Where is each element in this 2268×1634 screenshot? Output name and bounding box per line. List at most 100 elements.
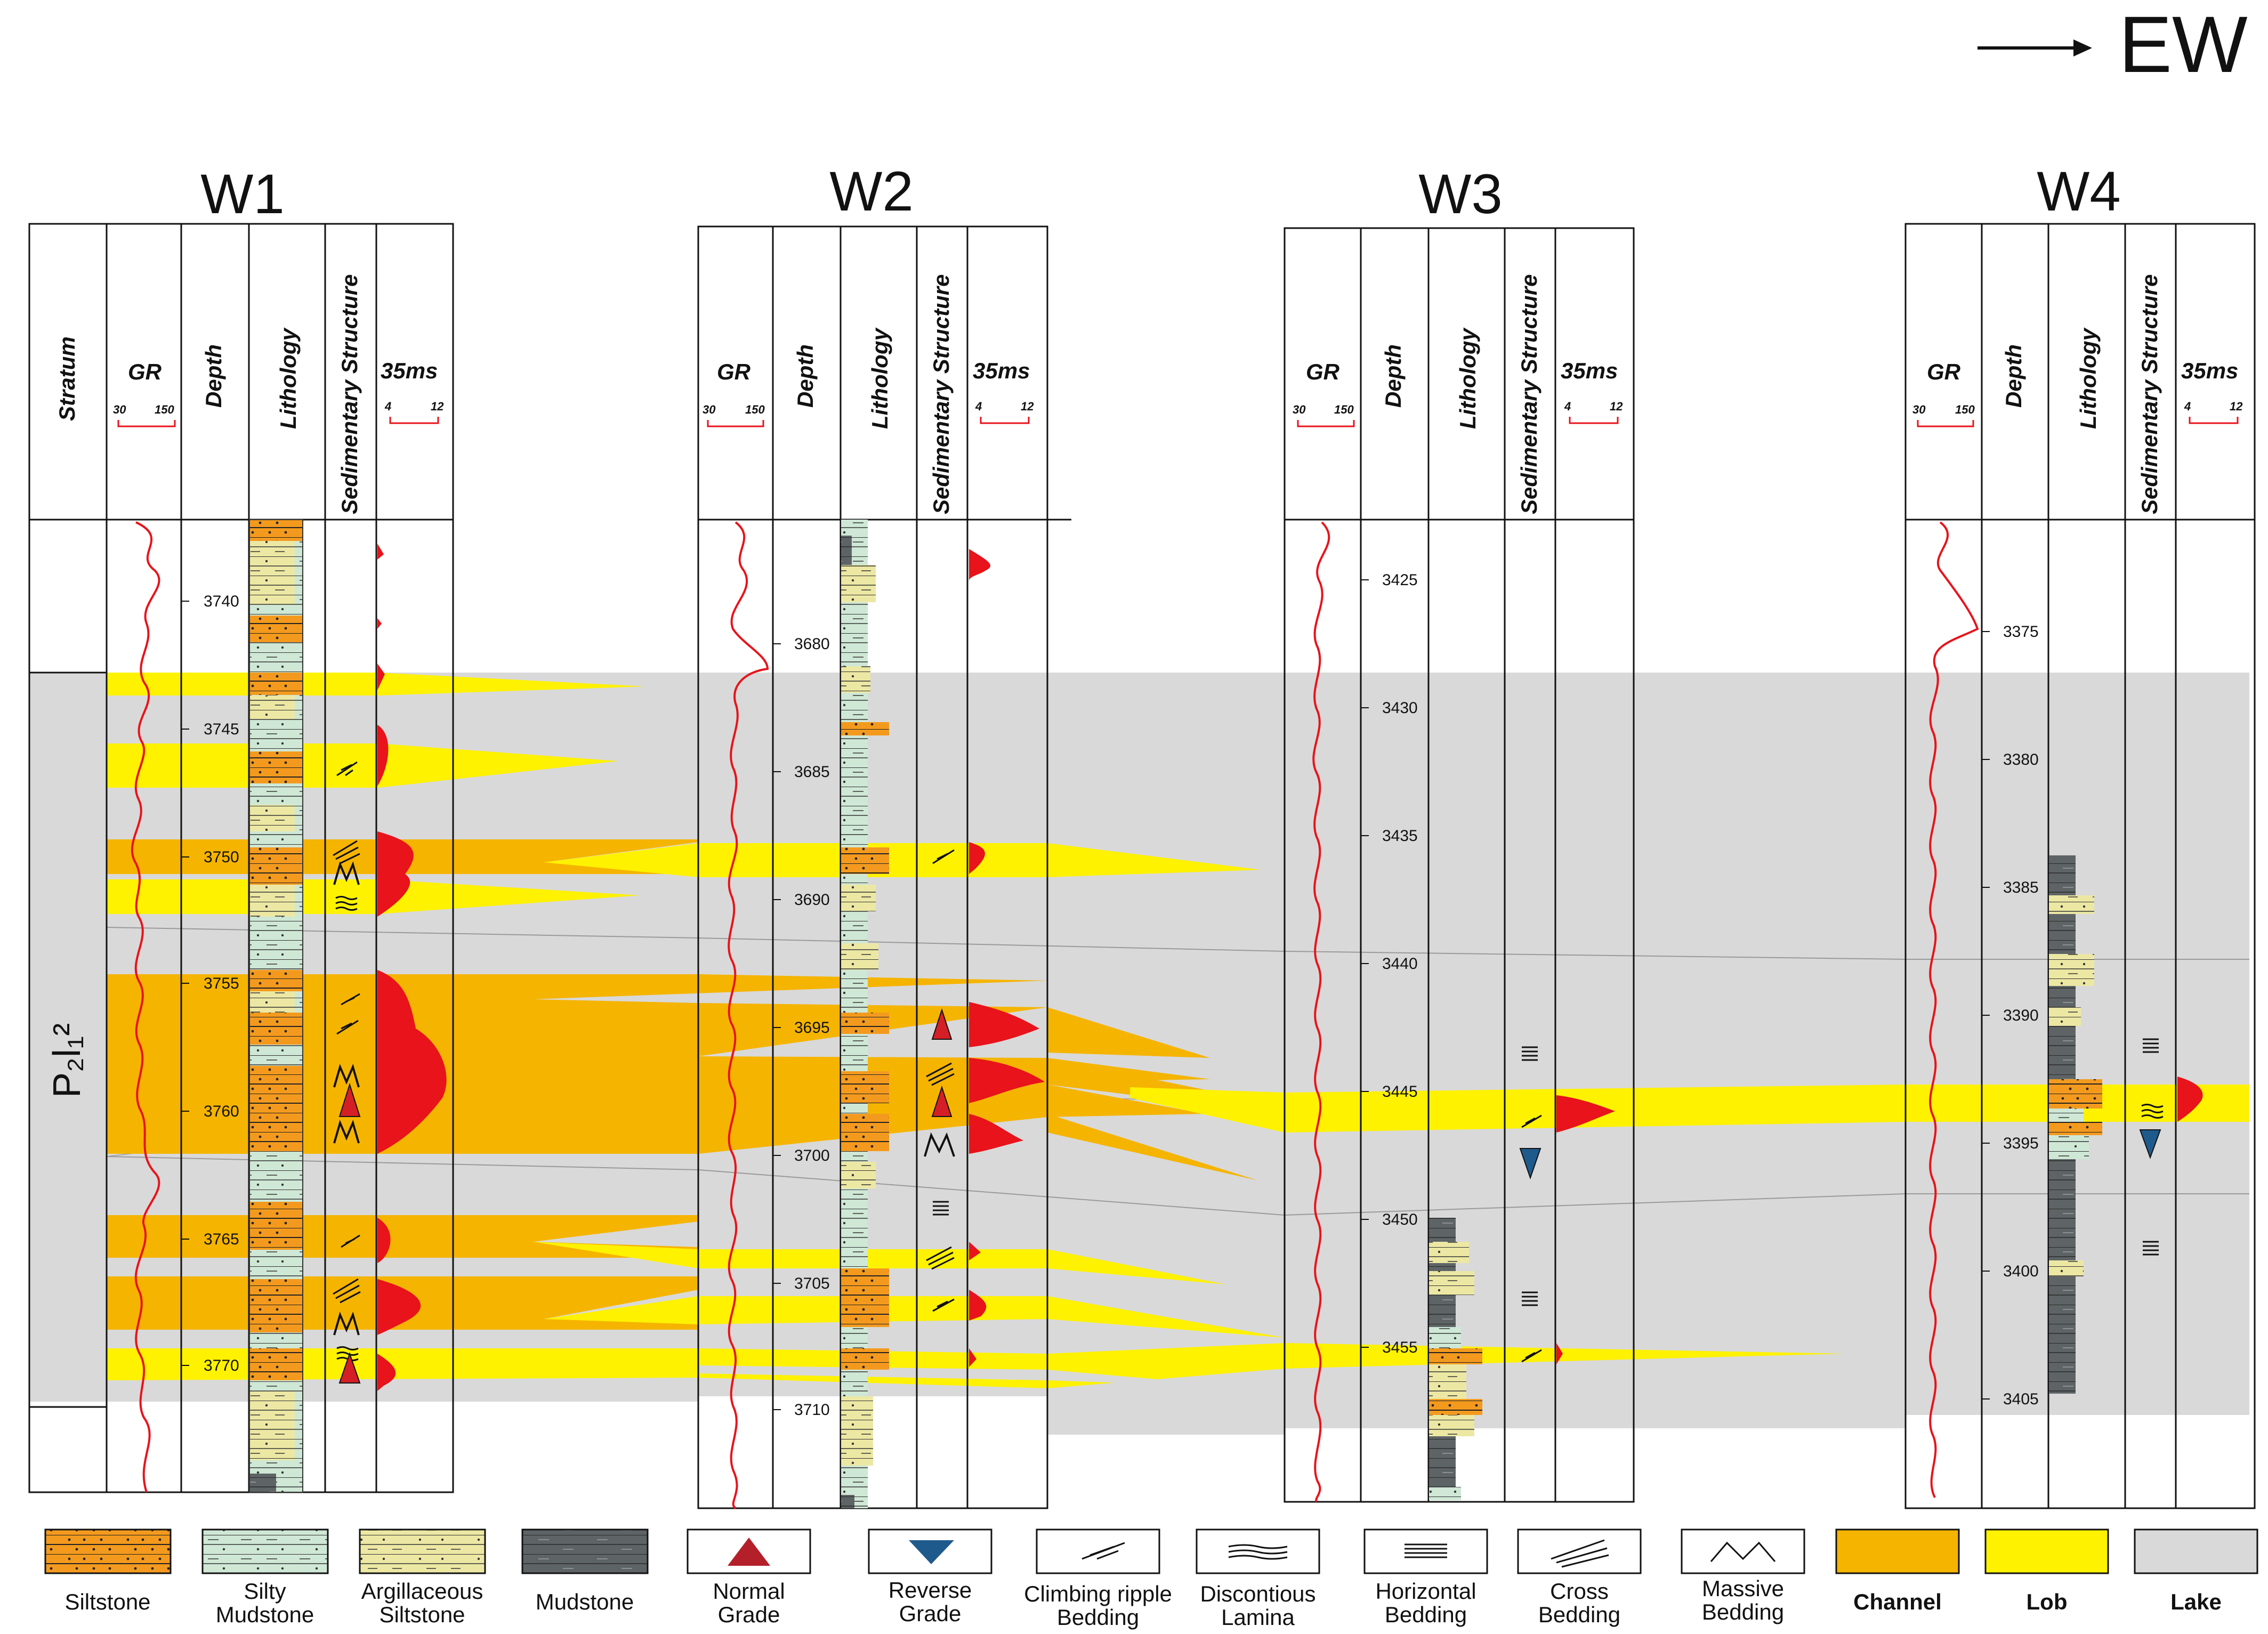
facies-correlation-bodies xyxy=(29,673,2249,1435)
depth-label: 3700 xyxy=(794,1147,830,1164)
cross-bedding-icon xyxy=(926,1246,955,1270)
horizontal-bedding-icon xyxy=(2143,1038,2159,1053)
legend-label-lob: Lob xyxy=(2027,1589,2068,1614)
direction-indicator: EW xyxy=(1978,0,2248,89)
horizontal-bedding-icon xyxy=(1405,1543,1447,1558)
discontinuous-lamina-icon xyxy=(335,896,358,911)
gr-curve-w1 xyxy=(131,521,160,1493)
cross-bedding-icon xyxy=(1551,1539,1609,1568)
cross-bedding-icon xyxy=(333,840,360,864)
gr-scale-max: 150 xyxy=(1955,403,1975,416)
depth-label: 3445 xyxy=(1382,1083,1418,1101)
reverse-grade-icon xyxy=(909,1540,954,1564)
depth-label: 3380 xyxy=(2003,751,2039,769)
depth-label: 3455 xyxy=(1382,1339,1418,1356)
header-35ms: 35ms xyxy=(1561,358,1618,383)
ms-scale-max: 12 xyxy=(431,400,444,413)
header-depth: Depth xyxy=(2001,344,2026,408)
well-title-w2: W2 xyxy=(829,160,914,223)
gr-curve-w2 xyxy=(728,521,769,1509)
header-gr: GR xyxy=(1306,359,1340,384)
header-depth: Depth xyxy=(201,344,226,408)
stratum-label: P₂l₁² xyxy=(46,1023,88,1098)
channel-body xyxy=(1047,1058,1210,1082)
depth-label: 3400 xyxy=(2003,1263,2039,1280)
depth-label: 3430 xyxy=(1382,699,1418,717)
horizontal-bedding-icon xyxy=(2143,1241,2159,1256)
header-35ms: 35ms xyxy=(381,358,438,383)
ms-scale-min: 4 xyxy=(384,400,391,413)
lob-body xyxy=(107,1343,1844,1388)
depth-label: 3760 xyxy=(204,1103,239,1120)
gr-curves xyxy=(131,521,1979,1509)
well-title-w3: W3 xyxy=(1418,163,1503,225)
normal-grade-icon xyxy=(338,1082,361,1117)
header-35ms: 35ms xyxy=(2181,358,2238,383)
depth-label: 3770 xyxy=(204,1357,239,1374)
depth-labels-w4: 3375 3380 3385 3390 3395 3400 3405 xyxy=(2003,623,2039,1408)
lithology-w1 xyxy=(249,519,303,1493)
gr-curve-w4 xyxy=(1929,521,1979,1498)
ms-scale-min: 4 xyxy=(1564,400,1571,413)
depth-label: 3435 xyxy=(1382,827,1418,845)
header-lithology: Lithology xyxy=(276,327,301,429)
depth-label: 3750 xyxy=(204,848,239,866)
gr-scale-min: 30 xyxy=(1293,403,1306,416)
legend-label-mudstone: Mudstone xyxy=(536,1589,634,1614)
headers-w3: GR 30 150 Depth Lithology Sedimentary St… xyxy=(1293,274,1623,514)
siltstone-swatch xyxy=(44,1528,172,1574)
depth-label: 3710 xyxy=(794,1401,830,1419)
lob-body xyxy=(544,1296,1285,1338)
climbing-ripple-icon xyxy=(1081,1542,1125,1560)
depth-label: 3390 xyxy=(2003,1007,2039,1024)
climbing-ripple-icon xyxy=(932,1298,955,1312)
depth-label: 3695 xyxy=(794,1019,830,1037)
mudstone-swatch xyxy=(521,1528,649,1574)
depth-label: 3680 xyxy=(794,635,830,653)
header-lithology: Lithology xyxy=(867,327,892,429)
gr-scale-max: 150 xyxy=(745,403,765,416)
climbing-ripple-icon xyxy=(336,761,358,776)
header-35ms: 35ms xyxy=(973,358,1030,383)
depth-labels-w3: 3425 3430 3435 3440 3445 3450 3455 xyxy=(1382,571,1418,1356)
header-sed-structure: Sedimentary Structure xyxy=(929,274,954,514)
depth-label: 3395 xyxy=(2003,1135,2039,1152)
argillaceous-siltstone-swatch xyxy=(359,1528,486,1574)
header-gr: GR xyxy=(1927,359,1961,384)
ms-scale-max: 12 xyxy=(1610,400,1623,413)
depth-ticks xyxy=(181,579,1990,1410)
lob-body xyxy=(107,743,618,788)
ms-curve-w3 xyxy=(1556,1095,1615,1364)
silty-mudstone-swatch xyxy=(201,1528,329,1574)
lithology-w4 xyxy=(2049,855,2102,1394)
depth-label: 3740 xyxy=(204,593,239,610)
gr-scale-min: 30 xyxy=(703,403,716,416)
lob-body xyxy=(1130,1085,2249,1133)
lake-gap xyxy=(698,1365,1247,1387)
normal-grade-icon xyxy=(931,1085,953,1117)
depth-label: 3690 xyxy=(794,891,830,909)
well-w4 xyxy=(1904,223,2256,1509)
gr-scale-min: 30 xyxy=(1912,403,1926,416)
climbing-ripple-icon xyxy=(1521,1114,1542,1128)
lake-swatch xyxy=(2134,1528,2258,1574)
massive-bedding-icon xyxy=(333,1064,360,1088)
depth-label: 3685 xyxy=(794,763,830,781)
massive-bedding-icon xyxy=(1710,1541,1776,1562)
discontinuous-lamina-icon xyxy=(2141,1104,2164,1119)
climbing-ripple-icon xyxy=(341,993,360,1006)
gr-scale-max: 150 xyxy=(1334,403,1354,416)
massive-bedding-icon xyxy=(333,861,360,885)
massive-bedding-icon xyxy=(333,1312,360,1336)
headers-w4: GR 30 150 Depth Lithology Sedimentary St… xyxy=(1912,274,2243,514)
depth-label: 3450 xyxy=(1382,1211,1418,1228)
lob-body xyxy=(533,1242,1226,1284)
normal-grade-icon xyxy=(931,1008,953,1040)
legend-label-lake: Lake xyxy=(2170,1589,2222,1614)
gr-curve-w3 xyxy=(1312,521,1330,1503)
header-lithology: Lithology xyxy=(2076,327,2101,429)
